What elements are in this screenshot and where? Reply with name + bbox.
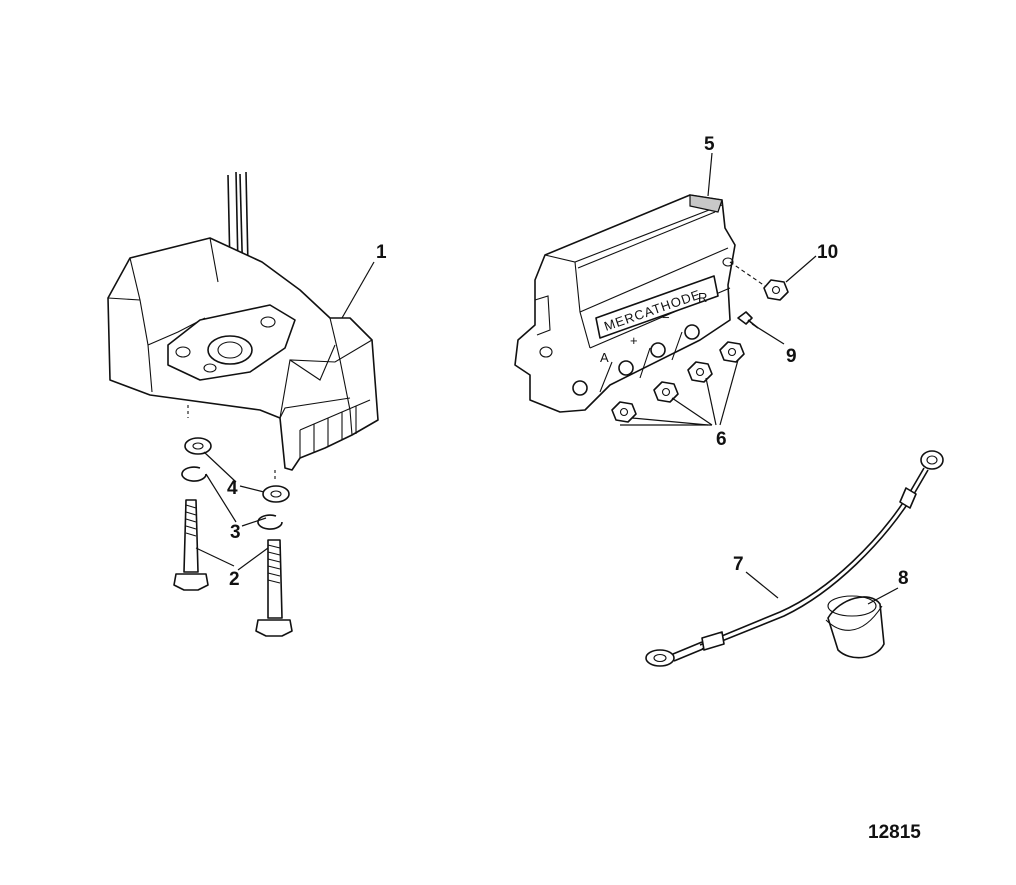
- callout-9: 9: [786, 346, 797, 367]
- terminal-minus-label: −: [662, 310, 671, 325]
- callout-10: 10: [817, 242, 838, 263]
- terminal-plus-label: +: [630, 333, 639, 348]
- terminal-r-label: R: [698, 290, 708, 305]
- callout-4-right: 4: [227, 478, 238, 499]
- part-10-nut: [729, 261, 789, 301]
- callout-5: 5: [704, 134, 715, 155]
- part-7-ground-strap: [645, 450, 944, 667]
- callout-labels: 1 2 2 3 3 4 4 5 6 7 8 9 10: [227, 134, 909, 590]
- part-4-washers: [184, 437, 290, 503]
- part-2-bolts: [173, 499, 293, 637]
- part-8-cap: [825, 595, 885, 659]
- part-5-controller: [514, 194, 736, 413]
- figure-number: 12815: [868, 822, 921, 843]
- callout-8: 8: [898, 568, 909, 589]
- callout-7: 7: [733, 554, 744, 575]
- controller-label-plate: [595, 275, 719, 339]
- callout-2-right: 2: [229, 569, 240, 590]
- callout-1: 1: [376, 242, 387, 263]
- callout-3-right: 3: [230, 522, 241, 543]
- part-1-bracket: [107, 171, 379, 482]
- part-3-lock-rings: [181, 466, 283, 530]
- callout-6: 6: [716, 429, 727, 450]
- leader-lines: [195, 152, 899, 605]
- part-6-nuts: [611, 341, 745, 423]
- terminal-a-label: A: [600, 350, 610, 365]
